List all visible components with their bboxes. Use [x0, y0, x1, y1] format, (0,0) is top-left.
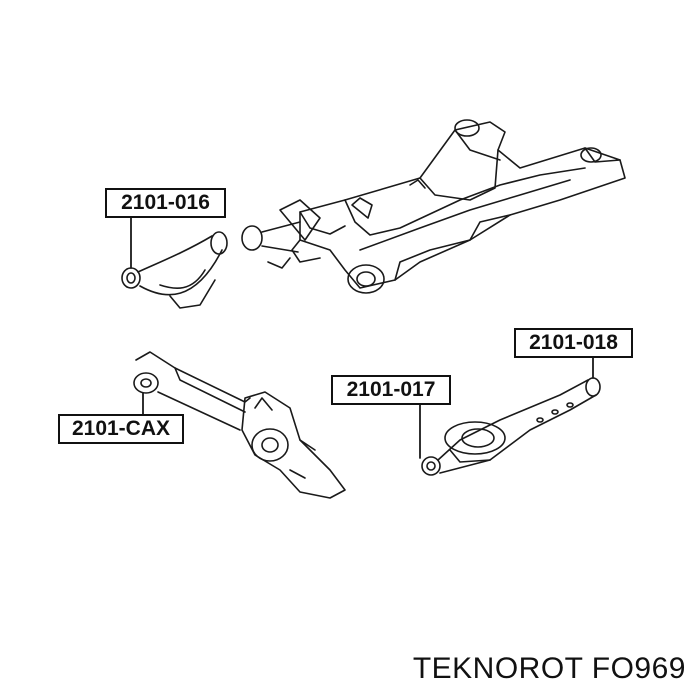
- knuckle-drawing: [133, 351, 346, 499]
- part-label-2101-016: 2101-016: [105, 188, 226, 218]
- part-label-2101-018: 2101-018: [514, 328, 633, 358]
- leader-lines: [130, 217, 594, 459]
- part-label-2101-017: 2101-017: [331, 375, 451, 405]
- lower-arm-drawing: [421, 377, 601, 476]
- part-label-2101-cax: 2101-CAX: [58, 414, 184, 444]
- upper-arm-drawing: [121, 231, 228, 309]
- subframe-drawing: [241, 119, 626, 294]
- brand-caption: TEKNOROT FO969: [412, 652, 686, 685]
